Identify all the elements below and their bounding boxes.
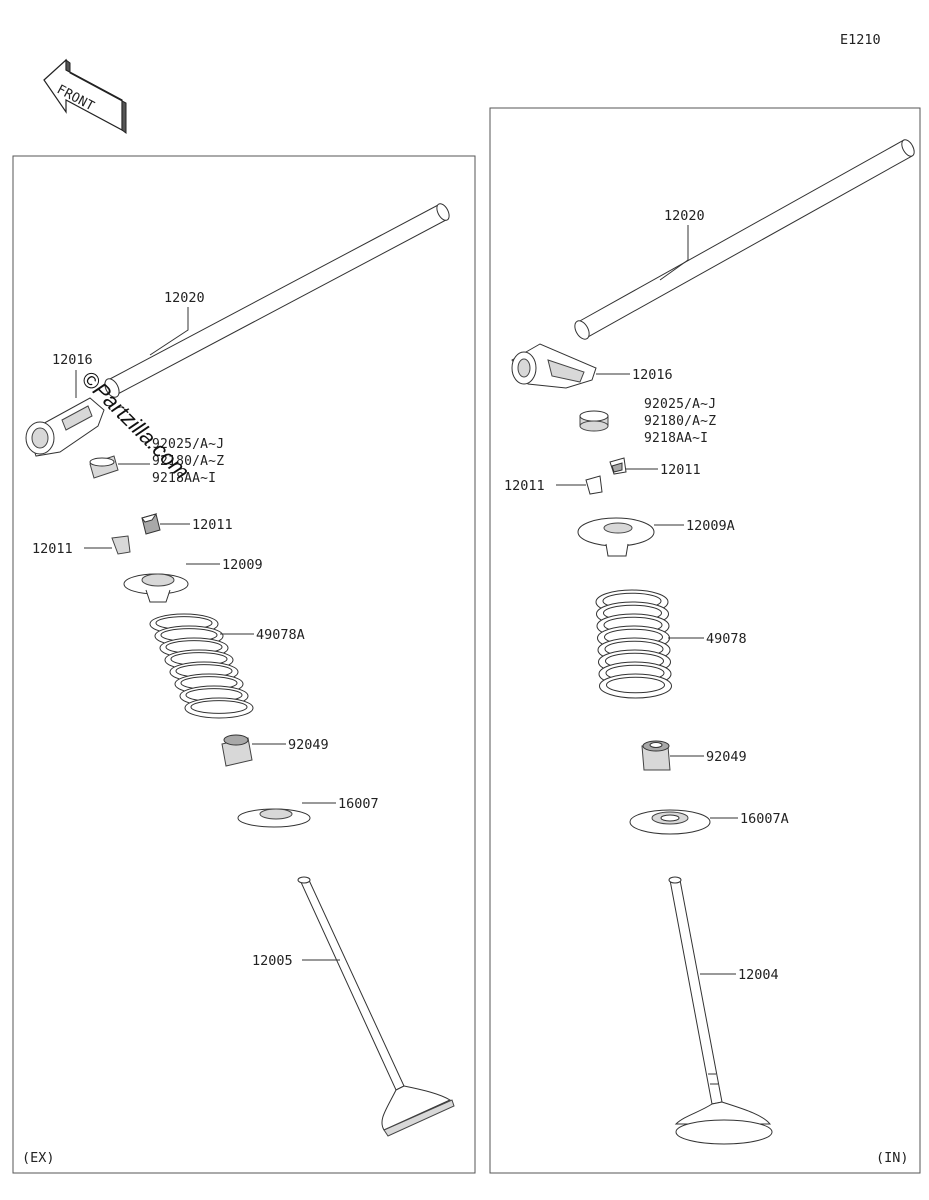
ex-valve-spring: [149, 613, 254, 719]
spring-coil-inner: [190, 700, 248, 714]
intake-tag: (IN): [876, 1150, 909, 1166]
ex-label-spring: 49078A: [256, 627, 305, 643]
ex-cotter-b: [111, 535, 131, 555]
ex-rocker-shaft: [104, 203, 450, 398]
in-label-shim-3: 9218AA~I: [644, 431, 708, 446]
in-label-valve: 12004: [738, 967, 779, 983]
ex-stem-seal: [221, 734, 253, 767]
in-label-seal: 92049: [706, 749, 747, 765]
diagram-code: E1210: [840, 32, 881, 48]
ex-label-cotter-b: 12011: [32, 541, 73, 557]
ex-label-valve: 12005: [252, 953, 293, 969]
ex-retainer: [123, 573, 189, 603]
in-label-shaft: 12020: [664, 208, 705, 224]
ex-label-seal: 92049: [288, 737, 329, 753]
intake-panel: [489, 107, 921, 1174]
in-cotter-b: [585, 475, 603, 495]
ex-label-rocker: 12016: [52, 352, 93, 368]
in-shim: [579, 410, 609, 432]
spring-coil-inner: [606, 676, 665, 694]
in-label-cotter-b: 12011: [504, 478, 545, 494]
in-label-seat: 16007A: [740, 811, 789, 827]
ex-label-cotter-a: 12011: [192, 517, 233, 533]
in-valve-spring: [595, 589, 672, 699]
exhaust-tag: (EX): [22, 1150, 55, 1166]
in-label-shim-2: 92180/A~Z: [644, 414, 716, 429]
in-stem-seal: [641, 740, 671, 771]
in-rocker-shaft: [574, 139, 915, 340]
in-valve: [668, 876, 773, 1145]
ex-label-seat: 16007: [338, 796, 379, 812]
ex-label-shim-3: 9218AA~I: [152, 471, 216, 486]
ex-spring-seat: [237, 808, 311, 828]
front-arrow-icon: FRONT: [43, 58, 127, 134]
ex-rocker-arm: [25, 397, 105, 457]
ex-cotter-a: [141, 513, 161, 535]
in-leader-lines: [556, 225, 738, 975]
in-label-spring: 49078: [706, 631, 747, 647]
ex-label-shaft: 12020: [164, 290, 205, 306]
in-label-shim-1: 92025/A~J: [644, 397, 716, 412]
in-label-retainer: 12009A: [686, 518, 735, 534]
in-rocker-arm: [511, 343, 597, 389]
in-label-rocker: 12016: [632, 367, 673, 383]
in-cotter-a: [609, 457, 627, 475]
in-spring-seat: [629, 809, 711, 835]
ex-shim: [89, 455, 119, 479]
in-retainer: [577, 517, 655, 557]
ex-leader-lines: [75, 307, 340, 961]
exhaust-panel: [12, 155, 476, 1174]
ex-label-shim-1: 92025/A~J: [152, 437, 224, 452]
ex-valve: [297, 876, 455, 1137]
in-label-cotter-a: 12011: [660, 462, 701, 478]
ex-label-retainer: 12009: [222, 557, 263, 573]
ex-label-shim-2: 92180/A~Z: [152, 454, 224, 469]
